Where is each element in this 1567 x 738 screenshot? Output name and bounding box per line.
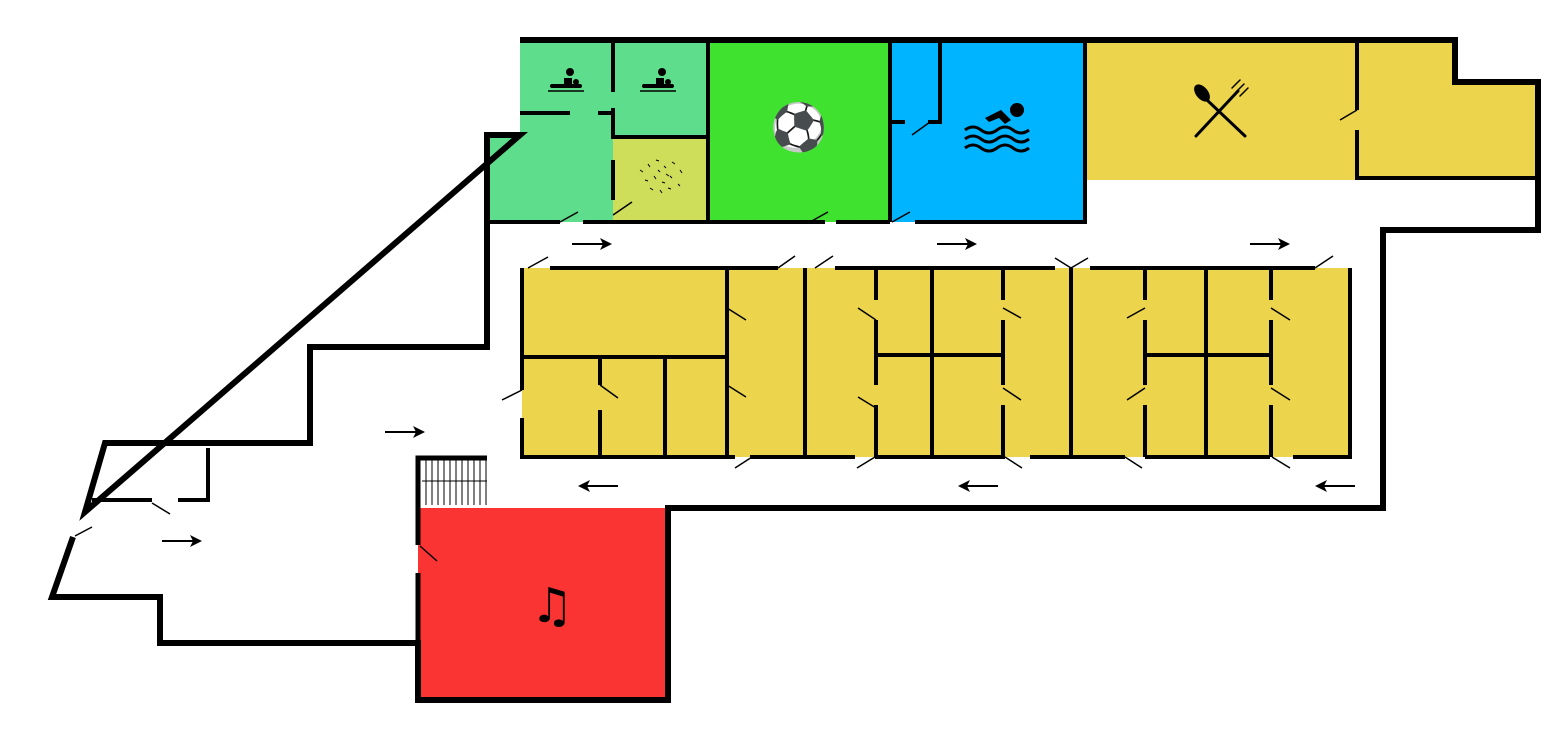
music-note-icon: ♫	[530, 578, 573, 634]
arrow-left-icon	[958, 480, 998, 492]
music-room[interactable]	[418, 508, 668, 700]
arrow-right-icon	[162, 535, 202, 547]
guest-rooms-block[interactable]	[522, 268, 1350, 457]
pool-room[interactable]	[890, 40, 1085, 222]
arrow-right-icon	[572, 238, 612, 250]
doors[interactable]	[74, 109, 1358, 562]
guest-block-walls	[520, 266, 1352, 459]
top-interior-walls	[487, 40, 1538, 224]
arrow-right-icon	[937, 238, 977, 250]
massage-icon	[548, 68, 584, 92]
arrow-left-icon	[1315, 480, 1355, 492]
sauna-steam-icon	[639, 159, 683, 194]
swimming-icon	[964, 103, 1030, 153]
outer-wall	[47, 37, 1541, 703]
direction-arrows	[162, 238, 1355, 547]
restaurant-room[interactable]	[1085, 40, 1538, 180]
fork-spoon-icon	[1194, 79, 1249, 138]
room-fills	[418, 40, 1538, 700]
soccer-room[interactable]	[708, 40, 890, 222]
arrow-right-icon	[1250, 238, 1290, 250]
massage-icon	[640, 68, 676, 92]
arrow-right-icon	[385, 426, 425, 438]
arrow-left-icon	[578, 480, 618, 492]
soccer-ball-icon: ⚽	[768, 100, 827, 154]
left-small-room-walls	[92, 448, 210, 502]
stair-enclosure	[415, 455, 487, 643]
stairs	[422, 460, 487, 505]
sauna-room[interactable]	[613, 137, 708, 222]
